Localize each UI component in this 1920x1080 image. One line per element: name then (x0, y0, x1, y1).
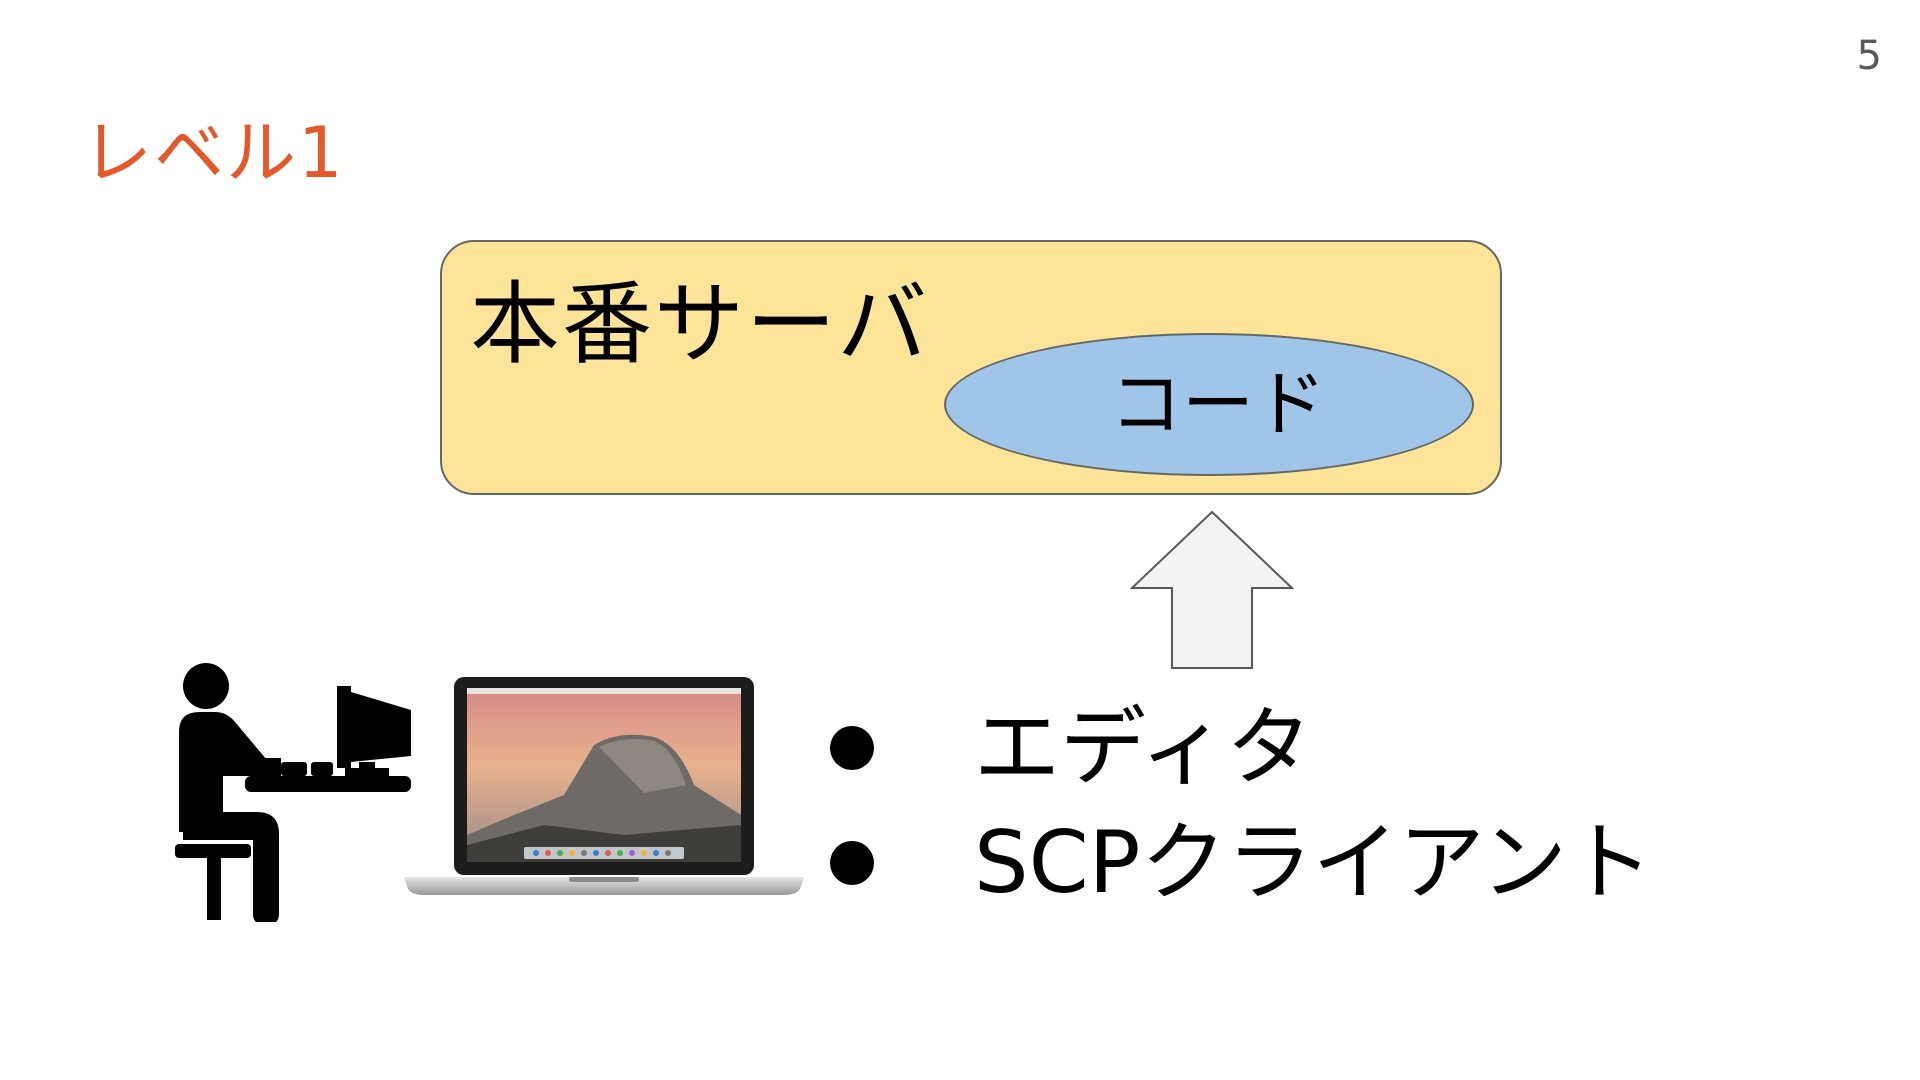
slide-title: レベル1 (82, 112, 345, 194)
list-item: SCPクライアント (830, 805, 1653, 920)
production-server-label: 本番サーバ (470, 272, 930, 377)
list-item: エディタ (830, 690, 1653, 805)
tool-label: SCPクライアント (974, 812, 1654, 913)
code-label: コード (1110, 362, 1327, 446)
person-at-desk-icon (175, 663, 411, 922)
bullet-icon (830, 840, 874, 885)
bullet-icon (830, 725, 874, 770)
page-number: 5 (1856, 33, 1882, 79)
code-ellipse (944, 333, 1474, 476)
tool-list: エディタ SCPクライアント (830, 690, 1653, 920)
upload-arrow-icon (1130, 510, 1294, 669)
laptop-icon (404, 677, 804, 895)
tool-label: エディタ (974, 697, 1312, 798)
